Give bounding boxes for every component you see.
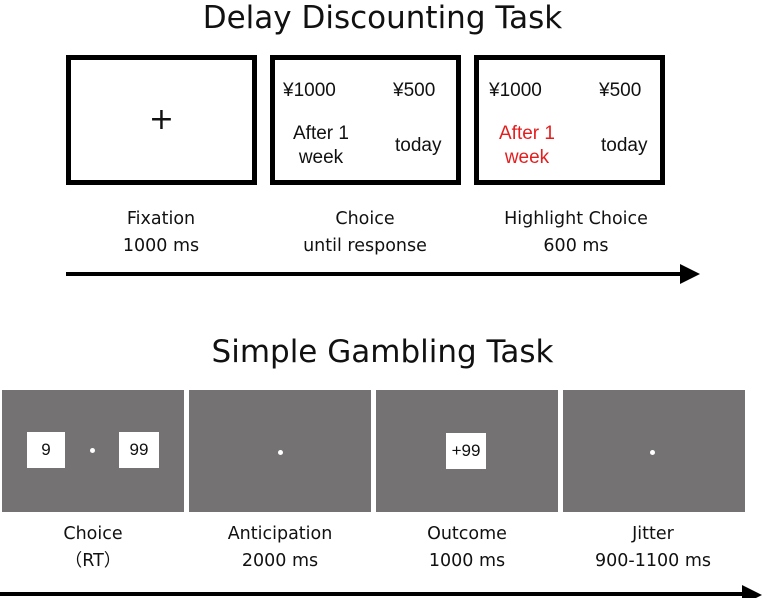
- right-amount: ¥500: [599, 80, 642, 101]
- caption-duration: 900-1100 ms: [595, 551, 711, 571]
- caption-fixation: Fixation 1000 ms: [86, 206, 236, 260]
- gamble-jitter-screen: [563, 390, 745, 512]
- fixation-screen: +: [66, 55, 257, 185]
- caption-label: Highlight Choice: [504, 209, 648, 229]
- caption-label: Choice: [63, 524, 123, 544]
- caption-jitter: Jitter 900-1100 ms: [563, 521, 743, 575]
- caption-label: Choice: [335, 209, 395, 229]
- caption-highlight: Highlight Choice 600 ms: [486, 206, 666, 260]
- gamble-choice-screen: 9 99: [2, 390, 184, 512]
- caption-duration: 1000 ms: [428, 551, 506, 571]
- fixation-cross: +: [148, 102, 175, 137]
- gamble-anticipation-screen: [189, 390, 371, 512]
- choice-screen: ¥1000 ¥500 After 1 week today: [270, 55, 461, 185]
- left-delay-line1: After 1: [499, 123, 555, 144]
- caption-label: Outcome: [427, 524, 507, 544]
- outcome-card: +99: [446, 433, 486, 469]
- right-card: 99: [119, 432, 159, 468]
- left-delay-line2: week: [298, 147, 344, 168]
- right-amount: ¥500: [393, 80, 436, 101]
- caption-choice: Choice until response: [280, 206, 450, 260]
- center-dot: [90, 448, 95, 453]
- caption-duration: 2000 ms: [241, 551, 319, 571]
- caption-label: Fixation: [126, 209, 196, 229]
- left-delay: After 1 week: [281, 122, 361, 170]
- right-delay: today: [601, 135, 648, 156]
- caption-duration: 1000 ms: [122, 236, 200, 256]
- caption-label: Jitter: [632, 524, 674, 544]
- highlight-screen: ¥1000 ¥500 After 1 week today: [474, 55, 665, 185]
- gambling-task-title: Simple Gambling Task: [211, 334, 554, 370]
- center-dot: [278, 450, 283, 455]
- left-amount: ¥1000: [489, 80, 542, 101]
- left-delay-line2: week: [504, 147, 550, 168]
- caption-outcome: Outcome 1000 ms: [382, 521, 552, 575]
- caption-duration: 600 ms: [543, 236, 609, 256]
- center-dot: [650, 450, 655, 455]
- gamble-outcome-screen: +99: [376, 390, 558, 512]
- right-delay: today: [395, 135, 442, 156]
- caption-gamble-choice: Choice （RT）: [13, 521, 173, 575]
- caption-label: Anticipation: [227, 524, 333, 544]
- left-delay-highlighted: After 1 week: [487, 122, 567, 170]
- left-card: 9: [27, 432, 65, 468]
- caption-duration: until response: [303, 236, 427, 256]
- caption-anticipation: Anticipation 2000 ms: [195, 521, 365, 575]
- left-delay-line1: After 1: [293, 123, 349, 144]
- left-amount: ¥1000: [283, 80, 336, 101]
- delay-task-title: Delay Discounting Task: [202, 0, 563, 36]
- caption-duration: （RT）: [64, 551, 122, 571]
